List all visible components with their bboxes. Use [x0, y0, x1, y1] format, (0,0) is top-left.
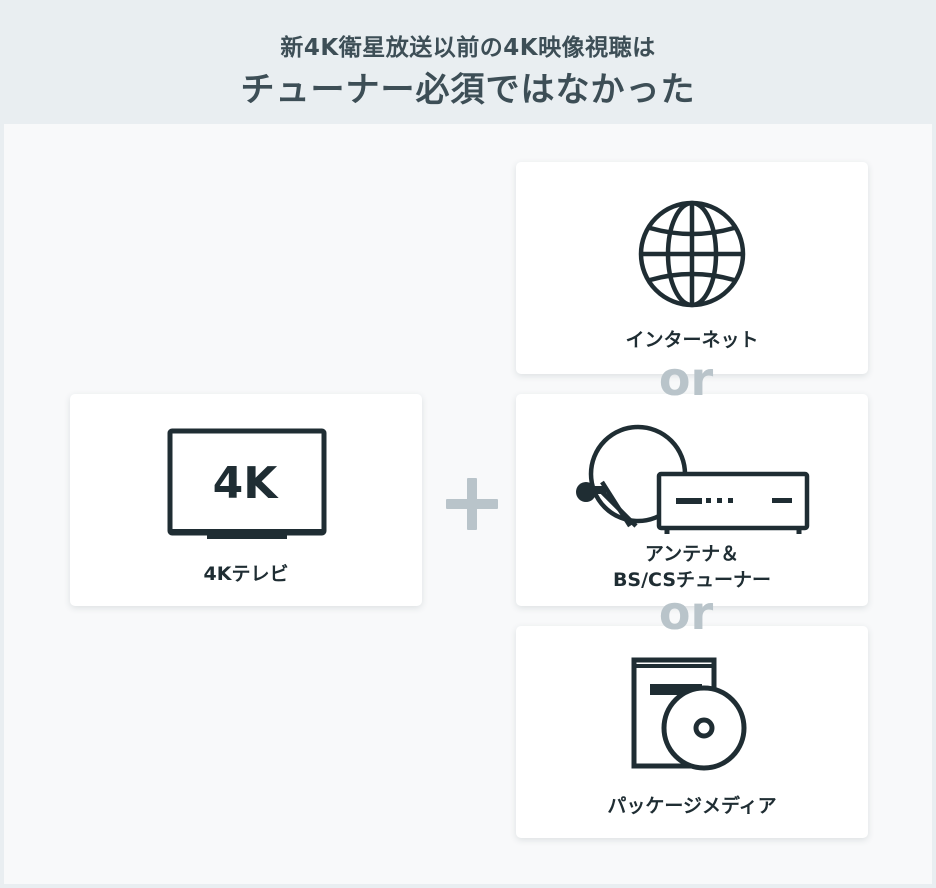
plus-icon	[446, 478, 498, 530]
antenna-tuner-card: アンテナ＆ BS/CSチューナー	[516, 394, 868, 606]
tv-screen-text: 4K	[213, 458, 280, 509]
antenna-tuner-label-line-2: BS/CSチューナー	[612, 569, 772, 591]
or-separator-2: or	[658, 586, 714, 640]
or-separator-1: or	[658, 352, 714, 406]
internet-card: インターネット	[516, 162, 868, 374]
tv-card-label: 4Kテレビ	[203, 563, 289, 585]
disc-package-icon	[631, 657, 747, 771]
tv-card: 4K 4Kテレビ	[70, 394, 422, 606]
title-line-1: 新4K衛星放送以前の4K映像視聴は	[280, 35, 656, 61]
header: 新4K衛星放送以前の4K映像視聴は チューナー必須ではなかった	[0, 0, 936, 124]
antenna-tuner-label-line-1: アンテナ＆	[644, 543, 740, 565]
internet-card-label: インターネット	[625, 329, 759, 351]
antenna-tuner-icon	[576, 424, 810, 534]
globe-icon	[638, 200, 746, 308]
title-line-2: チューナー必須ではなかった	[240, 70, 696, 110]
package-media-card: パッケージメディア	[516, 626, 868, 838]
package-media-label: パッケージメディア	[607, 795, 777, 817]
tv-icon: 4K	[167, 428, 327, 539]
